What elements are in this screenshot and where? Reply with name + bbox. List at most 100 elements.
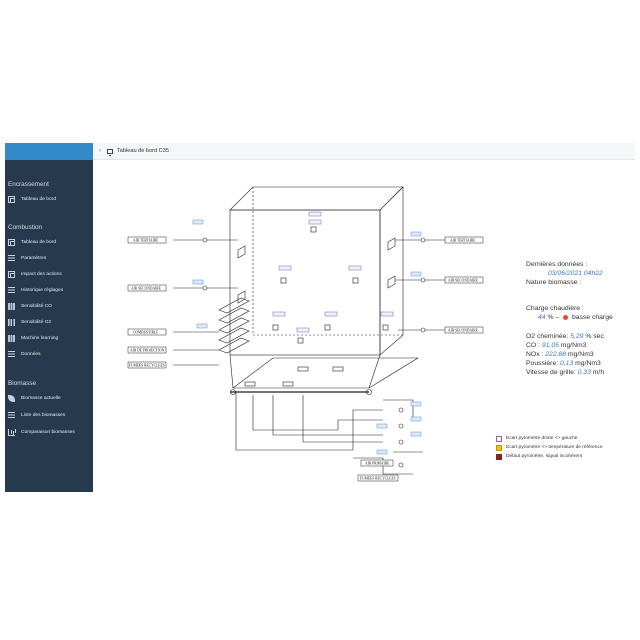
list-icon: [8, 412, 15, 419]
sidebar-item-label: Tableau de bord: [21, 240, 57, 245]
grate-label: Vitesse de grille:: [526, 369, 576, 376]
roller-left: [230, 389, 236, 395]
section-title-combustion: Combustion: [8, 224, 43, 231]
boiler-schematic: AIR TERTIAIRE AIR SECONDAIRE COMBUSTIBLE…: [127, 186, 484, 482]
list-icon: [8, 351, 15, 358]
sidebar-item-encrassement-dashboard[interactable]: Tableau de bord: [5, 193, 93, 206]
sidebar-item-label: Machine learning: [21, 336, 59, 341]
grate-value: 0,33: [577, 369, 591, 376]
valves: [202, 237, 426, 468]
grid-icon: [8, 303, 15, 310]
dashboard-icon: [8, 196, 15, 203]
grate-row: Vitesse de grille: 0,33 m/h: [526, 369, 604, 376]
nox-unit: mg/Nm3: [567, 351, 594, 358]
nox-label: NOx :: [526, 351, 544, 358]
sidebar-item-machine-learning[interactable]: Machine learning: [5, 332, 93, 345]
o2-value: 5,29: [570, 333, 584, 340]
roller-right: [366, 389, 372, 395]
chart-icon: [8, 429, 15, 436]
label-fumees-recyclees-bottom: FUMEES RECYCLEES: [357, 474, 399, 482]
monitor-icon: [107, 148, 113, 156]
boiler-front-face: [229, 209, 381, 356]
load-status: basse charge: [571, 314, 613, 321]
legend-item: Ecart pyromètre droite <> gauche: [496, 434, 603, 443]
sidebar-item-sensibilite-o2[interactable]: Sensibilité O2: [5, 316, 93, 329]
last-data-value: 03/06/2021 04h22: [548, 270, 603, 277]
legend-label: Défaut pyromètre, signal incohérent: [506, 454, 582, 459]
sidebar: Encrassement Tableau de bord Combustion …: [5, 143, 93, 492]
sidebar-item-label: Sensibilité CO: [21, 304, 52, 309]
nox-row: NOx : 222,88 mg/Nm3: [526, 351, 594, 358]
sidebar-item-label: Historique réglages: [21, 288, 64, 293]
sidebar-item-label: Impact des actions: [21, 272, 62, 277]
load-label: Charge chaudière :: [526, 305, 584, 312]
biomass-label: Nature biomasse :: [526, 279, 582, 286]
sidebar-item-label: Tableau de bord: [21, 197, 57, 202]
sidebar-item-label: Liste des biomasses: [21, 413, 66, 418]
grate-unit: m/h: [592, 369, 605, 376]
svg-text:AIR SECONDAIRE: AIR SECONDAIRE: [448, 329, 479, 333]
label-air-secondaire-right-low: AIR SECONDAIRE: [444, 326, 484, 334]
section-title-biomasse: Biomasse: [8, 380, 37, 387]
label-air-tertiaire-left: AIR TERTIAIRE: [127, 236, 167, 244]
status-dot-icon: [563, 314, 569, 320]
top-bar: › Tableau de bord C35: [93, 143, 635, 160]
svg-text:AIR SECONDAIRE: AIR SECONDAIRE: [448, 279, 479, 283]
dust-unit: mg/Nm3: [575, 360, 601, 367]
sidebar-item-impact-actions[interactable]: Impact des actions: [5, 268, 93, 281]
sidebar-item-label: Sensibilité O2: [21, 320, 52, 325]
svg-text:AIR SECONDAIRE: AIR SECONDAIRE: [131, 287, 162, 291]
svg-text:FUMEES RECYCLEES: FUMEES RECYCLEES: [129, 364, 165, 368]
svg-text:COMBUSTIBLE: COMBUSTIBLE: [133, 331, 159, 335]
chevron-right-icon[interactable]: ›: [99, 148, 101, 154]
legend: Ecart pyromètre droite <> gauche Ecart p…: [496, 434, 603, 461]
measurement-badges: [192, 211, 422, 455]
svg-text:AIR DE PROJECTION: AIR DE PROJECTION: [130, 349, 165, 353]
sidebar-item-historique-reglages[interactable]: Historique réglages: [5, 284, 93, 297]
sidebar-item-biomasse-actuelle[interactable]: Biomasse actuelle: [5, 392, 93, 405]
legend-label: Ecart pyromètre droite <> gauche: [506, 436, 578, 441]
sidebar-item-label: Comparaison biomasses: [21, 430, 75, 435]
sidebar-item-sensibilite-co[interactable]: Sensibilité CO: [5, 300, 93, 313]
breadcrumb: Tableau de bord C35: [117, 148, 169, 154]
sidebar-item-liste-biomasses[interactable]: Liste des biomasses: [5, 409, 93, 422]
legend-item: Défaut pyromètre, signal incohérent: [496, 452, 603, 461]
sidebar-item-parametres[interactable]: Paramètres: [5, 252, 93, 265]
label-combustible: COMBUSTIBLE: [127, 328, 167, 336]
label-air-secondaire-left: AIR SECONDAIRE: [127, 284, 167, 292]
boiler-top-face: [229, 186, 404, 211]
sidebar-item-label: Données: [21, 352, 41, 357]
sidebar-item-label: Biomasse actuelle: [21, 396, 61, 401]
o2-row: O2 cheminée: 5,29 % sec: [526, 333, 604, 340]
grate-bed: [232, 357, 420, 389]
nox-value: 222,88: [545, 351, 567, 358]
svg-text:FUMEES RECYCLEES: FUMEES RECYCLEES: [360, 477, 396, 481]
last-data-label: Dernières données :: [526, 261, 588, 268]
legend-swatch-purple: [496, 435, 502, 442]
dust-value: 0,13: [560, 360, 574, 367]
co-row: CO : 91,05 mg/Nm3: [526, 342, 586, 349]
section-title-encrassement: Encrassement: [8, 181, 49, 188]
sidebar-item-label: Paramètres: [21, 256, 47, 261]
legend-item: Ecart pyromètre <> température de référe…: [496, 443, 603, 452]
ml-icon: [8, 335, 15, 342]
sliders-icon: [8, 255, 15, 262]
o2-label: O2 cheminée:: [526, 333, 569, 340]
sidebar-item-combustion-dashboard[interactable]: Tableau de bord: [5, 236, 93, 249]
sidebar-item-comparaison-biomasses[interactable]: Comparaison biomasses: [5, 426, 93, 439]
label-air-tertiaire-right: AIR TERTIAIRE: [444, 236, 484, 244]
sidebar-item-donnees[interactable]: Données: [5, 348, 93, 361]
legend-label: Ecart pyromètre <> température de référe…: [506, 445, 603, 450]
legend-swatch-red: [496, 453, 502, 460]
dashboard-icon: [8, 239, 15, 246]
dust-row: Poussière: 0,13 mg/Nm3: [526, 360, 601, 367]
bars-icon: [8, 319, 15, 326]
co-unit: mg/Nm3: [560, 342, 587, 349]
boiler-diagram: AIR TERTIAIRE AIR SECONDAIRE COMBUSTIBLE…: [93, 160, 635, 492]
app-window: Encrassement Tableau de bord Combustion …: [5, 143, 635, 492]
dust-label: Poussière:: [526, 360, 559, 367]
o2-unit: % sec: [585, 333, 604, 340]
leaf-icon: [8, 395, 15, 402]
brand-bar: [5, 143, 93, 160]
label-air-secondaire-right: AIR SECONDAIRE: [444, 276, 484, 284]
